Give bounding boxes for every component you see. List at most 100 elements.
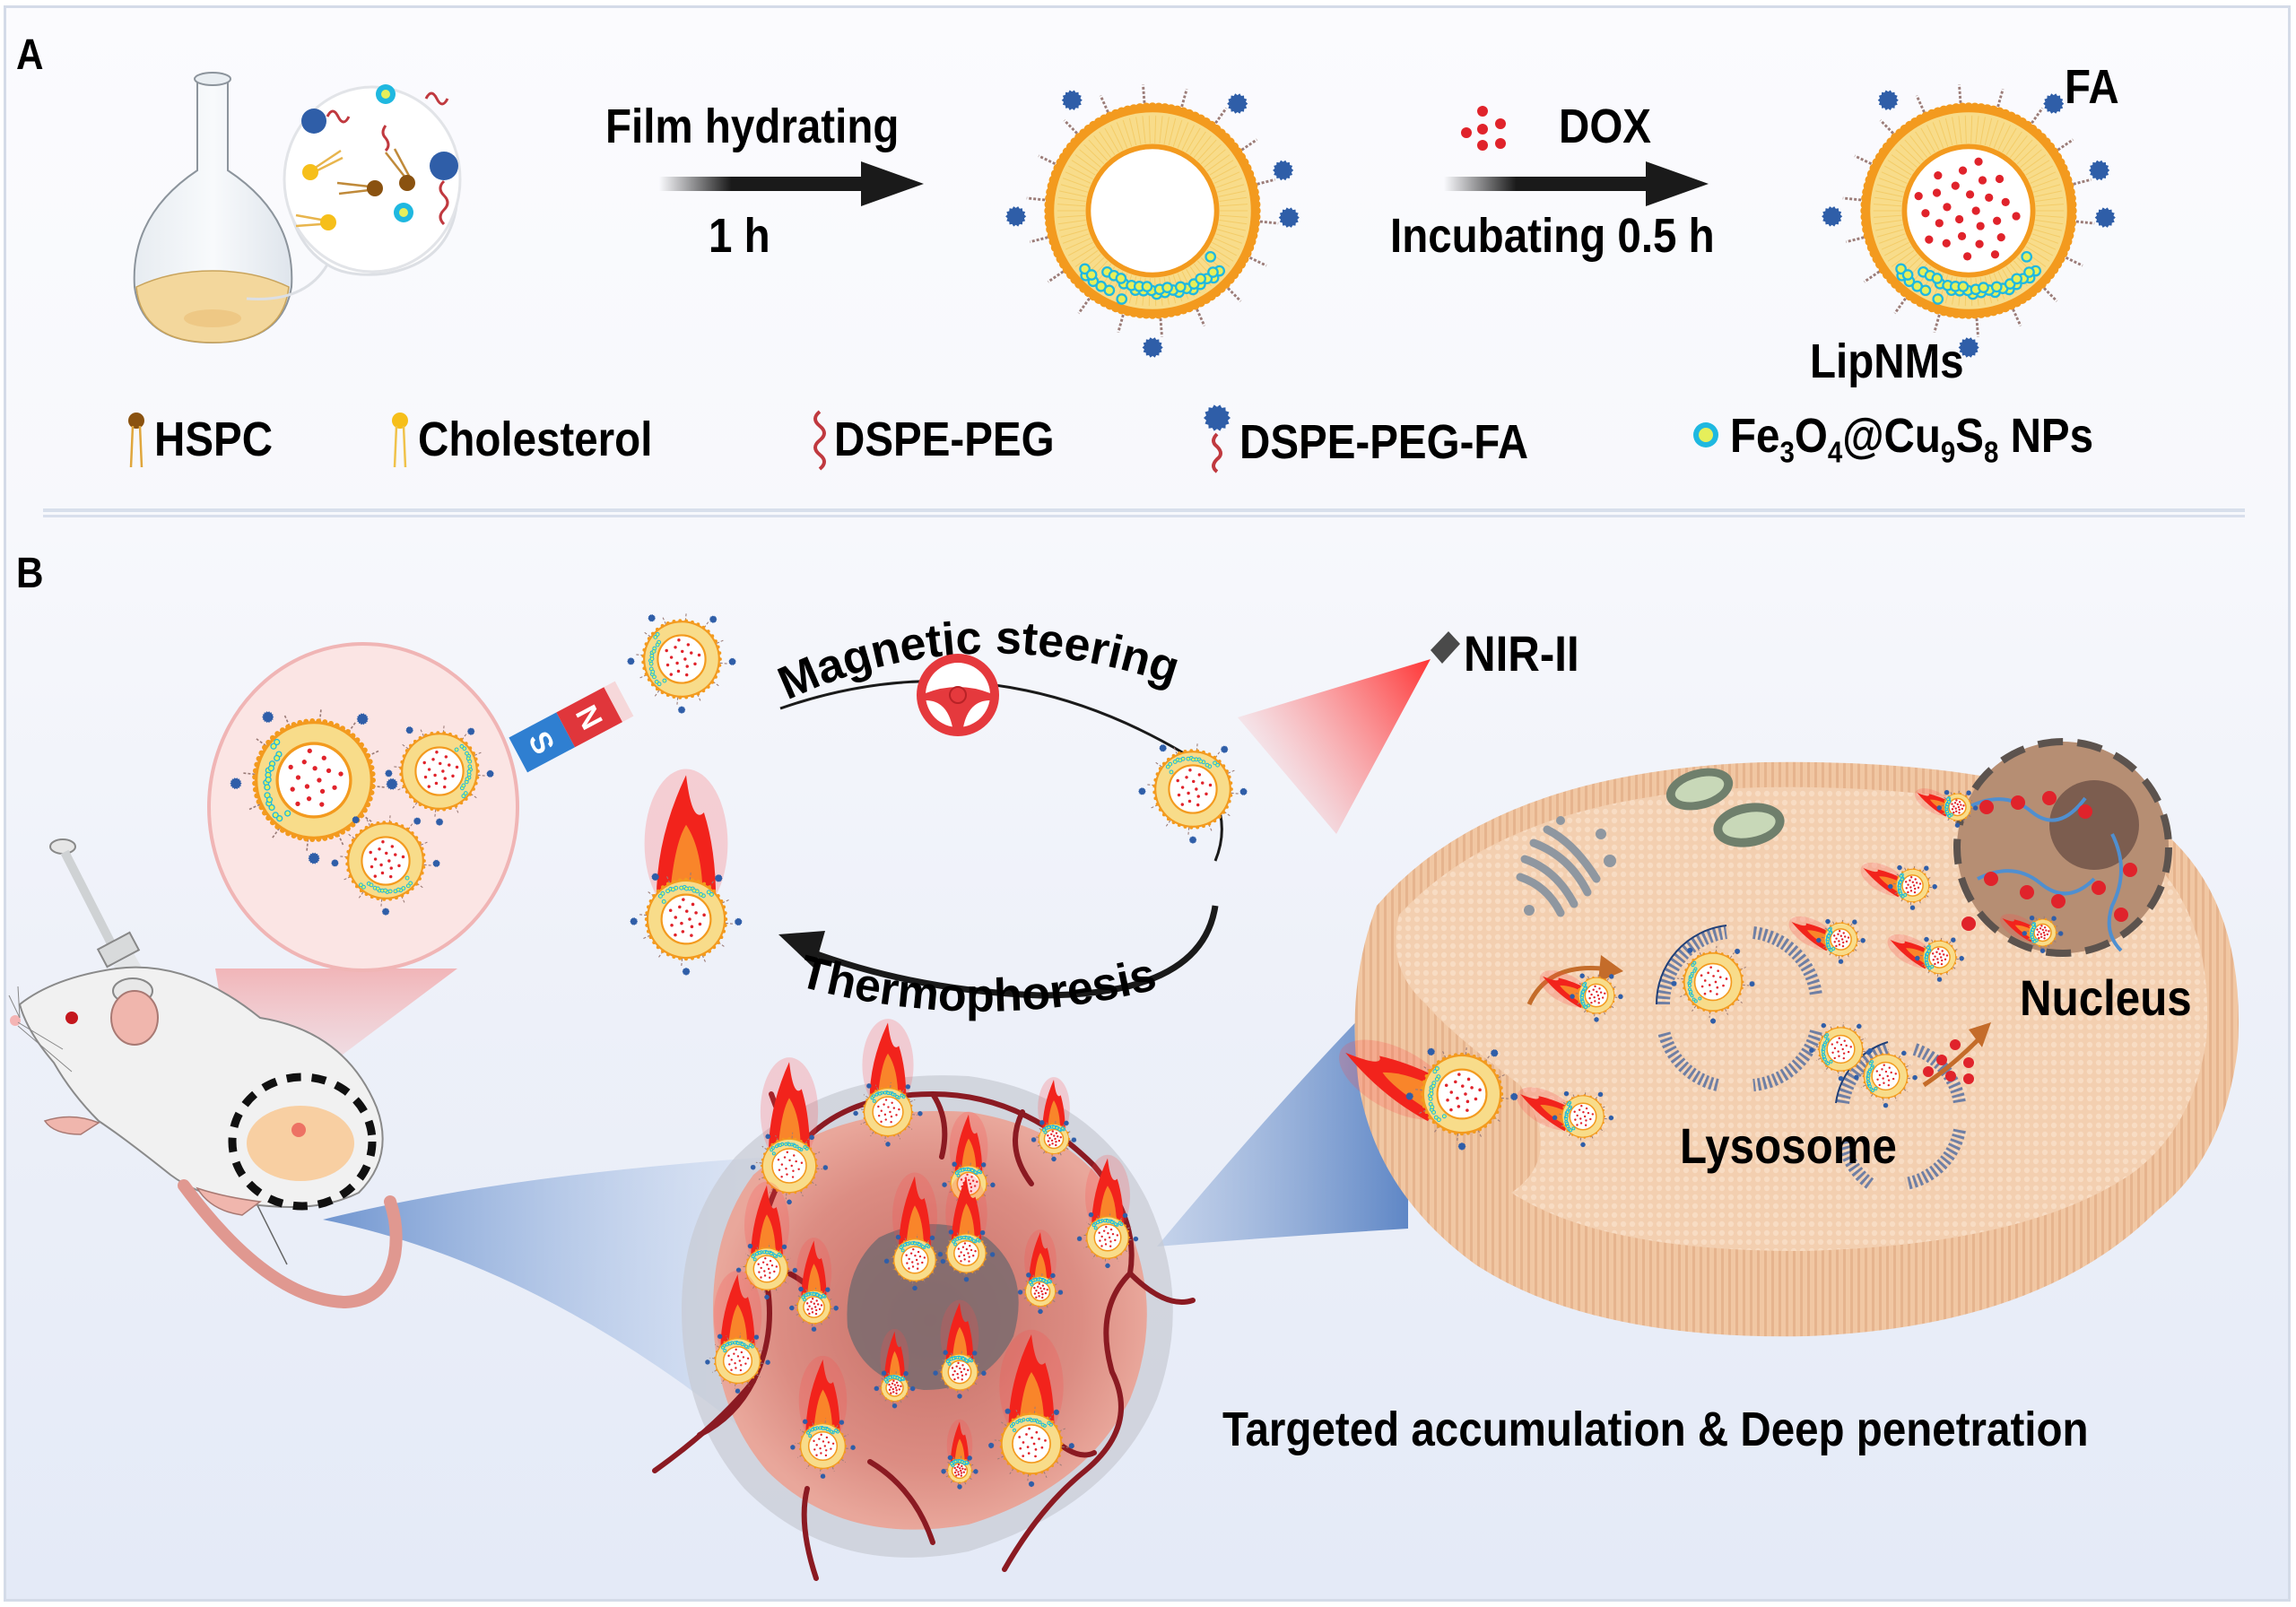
fa-ligand-icon: [1057, 1290, 1064, 1295]
lysosome-liposome: [1671, 945, 1755, 1024]
fa-ligand-icon: [903, 1370, 909, 1377]
fa-ligand-icon: [2029, 915, 2035, 921]
empty-liposome: [1005, 84, 1300, 358]
legend-item-dspe-peg: DSPE-PEG: [807, 408, 1084, 471]
cell-liposome: [1887, 934, 1965, 983]
formula-part: Fe: [1730, 409, 1780, 464]
legend-item-dspe-peg-fa: DSPE-PEG-FA: [1202, 404, 1568, 473]
tumor-liposome: [987, 1329, 1075, 1488]
lipnms-label: LipNMs: [1810, 334, 1964, 388]
released-dox-icon: [1923, 1039, 1974, 1084]
fa-ligand-icon: [704, 1359, 710, 1365]
panel-divider: [43, 508, 2245, 512]
fa-ligand-icon: [947, 1455, 953, 1461]
fa-ligand-icon: [1912, 1074, 1918, 1081]
fa-ligand-icon: [651, 873, 660, 882]
fa-ligand-icon: [1579, 973, 1586, 979]
fa-ligand-icon: [802, 1419, 808, 1425]
fa-ligand-icon: [747, 1243, 753, 1249]
fa-ligand-icon: [1897, 864, 1902, 871]
fa-ligand-icon: [432, 859, 440, 867]
legend-item-hspc: HSPC: [124, 408, 289, 471]
fa-ligand-icon: [833, 1305, 839, 1311]
formula-subscript: 9: [1940, 436, 1956, 470]
step2-condition: Incubating 0.5 h: [1390, 209, 1715, 263]
fa-ligand-icon: [1608, 974, 1614, 979]
steered-liposome-right: [1138, 742, 1248, 844]
fa-ligand-icon: [1053, 1409, 1060, 1416]
step1-duration: 1 h: [709, 209, 770, 263]
zoom-cone-mouse-to-tumor: [323, 1157, 771, 1453]
cell-liposome: [1788, 916, 1866, 965]
formula-part: NPs: [1998, 409, 2094, 464]
fa-ligand-icon: [850, 1445, 857, 1451]
legend-label: DSPE-PEG: [834, 413, 1055, 466]
fa-ligand-icon: [1924, 936, 1929, 942]
fa-ligand-icon: [1076, 1236, 1083, 1242]
tumor-liposome: [735, 1181, 798, 1300]
mitochondria-icon: [1665, 768, 1785, 847]
fa-ligand-icon: [1105, 1263, 1110, 1269]
fa-ligand-icon: [1049, 1273, 1056, 1279]
fa-ligand-icon: [1017, 1290, 1023, 1295]
fa-ligand-icon: [1061, 90, 1083, 110]
fa-ligand-icon: [788, 1305, 795, 1311]
fa-ligand-icon: [262, 711, 274, 723]
fa-ligand-icon: [753, 1334, 760, 1341]
fa-ligand-icon: [792, 1267, 798, 1273]
fa-ligand-icon: [1457, 1142, 1466, 1151]
fa-ligand-icon: [933, 1370, 939, 1376]
fa-ligand-icon: [979, 1229, 986, 1236]
steering-wheel-icon: [917, 654, 999, 736]
tumor-liposome: [788, 1238, 839, 1333]
fa-ligand-icon: [874, 1385, 880, 1392]
fa-ligand-icon: [2051, 916, 2057, 922]
fa-ligand-icon: [1031, 1137, 1037, 1142]
lysosome-label: Lysosome: [1680, 1117, 1897, 1174]
lysosome-liposome: [1808, 1021, 1874, 1081]
cell-liposome: [2000, 914, 2064, 954]
fa-ligand-icon: [943, 1350, 949, 1356]
fa-ligand-icon: [1860, 937, 1866, 943]
targeting-caption: Targeted accumulation & Deep penetration: [1222, 1403, 2089, 1456]
step2-arrow: [1444, 161, 1709, 206]
fa-ligand-icon: [883, 1258, 890, 1264]
fa-ligand-icon: [1405, 1092, 1414, 1100]
fa-ligand-icon: [714, 874, 723, 882]
fa-ligand-icon: [980, 1370, 987, 1377]
fa-ligand-icon: [1825, 918, 1831, 925]
fa-ligand-icon: [929, 1235, 935, 1241]
fa-ligand-icon: [1028, 1481, 1035, 1488]
fa-ligand-icon: [1866, 1049, 1872, 1055]
fa-ligand-icon: [1039, 1119, 1045, 1125]
fa-ligand-icon: [798, 1286, 804, 1292]
nucleus-icon: [1953, 738, 2172, 957]
fa-ligand-icon: [1038, 1308, 1043, 1315]
step2-reagent-label: DOX: [1559, 100, 1651, 153]
fa-ligand-icon: [1570, 994, 1576, 999]
tumor-highlight-circle: [228, 1073, 377, 1211]
tumor-liposome: [1076, 1154, 1139, 1269]
heat-flame-icon: [940, 1299, 979, 1372]
fa-ligand-icon: [1122, 1212, 1128, 1219]
fa-ligand-icon: [764, 1294, 770, 1300]
fa-ligand-icon: [940, 1258, 946, 1264]
step1-arrow: [659, 161, 924, 206]
fa-ligand-icon: [1853, 1074, 1859, 1081]
fa-ligand-icon: [1133, 1236, 1139, 1242]
fa-ligand-icon: [1966, 790, 1972, 796]
fa-ligand-icon: [1749, 981, 1755, 987]
fa-ligand-icon: [1932, 883, 1938, 890]
tumor-liposome: [874, 1328, 916, 1409]
tumor-liposome: [853, 1019, 923, 1147]
fa-ligand-icon: [1227, 93, 1248, 114]
nir-ii-label: NIR-II: [1464, 625, 1579, 682]
heat-flame-icon: [862, 1019, 914, 1112]
tumor-liposome: [704, 1270, 771, 1394]
fa-ligand-icon: [1954, 822, 1961, 829]
tumor-liposome: [883, 1172, 946, 1291]
fa-ligand-icon: [1936, 977, 1943, 983]
fa-ligand-icon: [648, 614, 656, 622]
fa-ligand-icon: [466, 727, 475, 735]
fa-ligand-icon: [917, 1110, 923, 1116]
